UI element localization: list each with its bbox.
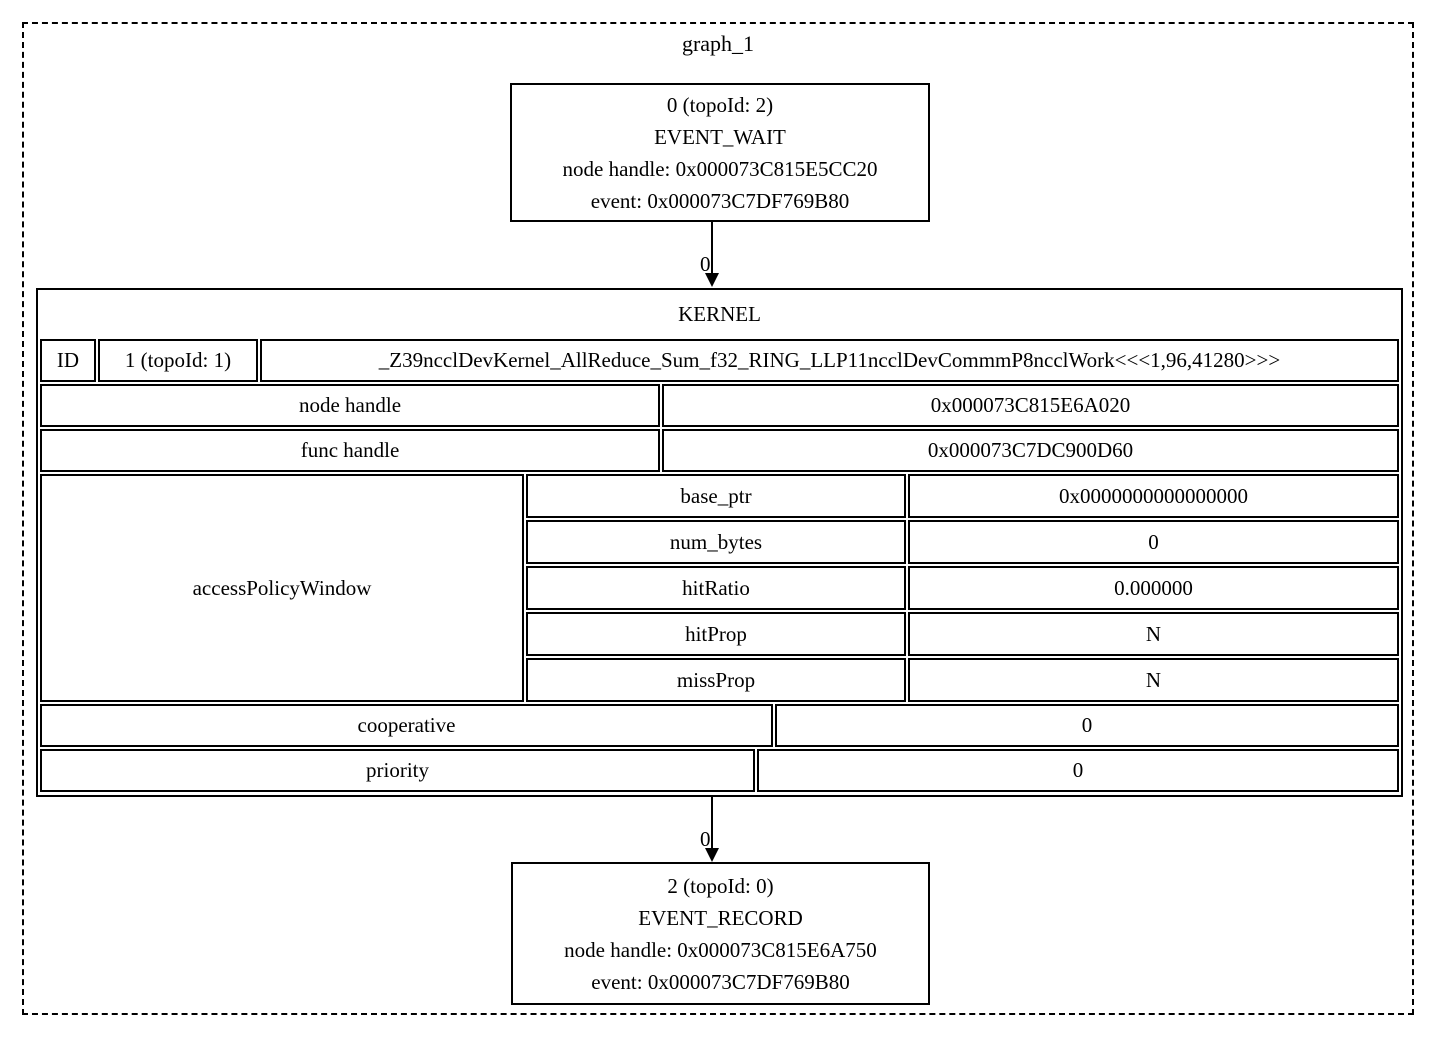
hit-prop-value: N xyxy=(908,612,1399,656)
miss-prop-value: N xyxy=(908,658,1399,702)
node-type-line: EVENT_WAIT xyxy=(654,124,786,149)
edge-label: 0 xyxy=(700,252,711,276)
table-row: hitProp N xyxy=(526,612,1399,656)
cooperative-value: 0 xyxy=(775,704,1399,747)
node-id-line: 0 (topoId: 2) xyxy=(666,92,774,117)
access-policy-window-section: accessPolicyWindow base_ptr 0x0000000000… xyxy=(40,474,1399,702)
kernel-name: _Z39ncclDevKernel_AllReduce_Sum_f32_RING… xyxy=(260,339,1399,382)
node-event-record: 2 (topoId: 0) EVENT_RECORD node handle: … xyxy=(511,862,930,1005)
node-id-line: 2 (topoId: 0) xyxy=(667,873,774,898)
cluster-dashed-border xyxy=(22,22,1414,1015)
node-handle-line: node handle: 0x000073C815E6A750 xyxy=(564,937,877,962)
edge-label: 0 xyxy=(700,827,711,851)
table-row: missProp N xyxy=(526,658,1399,702)
edge-line xyxy=(711,222,713,275)
node-kernel-table: KERNEL ID 1 (topoId: 1) _Z39ncclDevKerne… xyxy=(36,288,1403,797)
table-row: hitRatio 0.000000 xyxy=(526,566,1399,610)
num-bytes-label: num_bytes xyxy=(526,520,906,564)
table-row: priority 0 xyxy=(40,749,1399,792)
hit-prop-label: hitProp xyxy=(526,612,906,656)
priority-value: 0 xyxy=(757,749,1399,792)
graph-title: graph_1 xyxy=(681,31,755,56)
kernel-id-value: 1 (topoId: 1) xyxy=(98,339,258,382)
func-handle-label: func handle xyxy=(40,429,660,472)
table-row: func handle 0x000073C7DC900D60 xyxy=(40,429,1399,472)
cooperative-label: cooperative xyxy=(40,704,773,747)
node-handle-line: node handle: 0x000073C815E5CC20 xyxy=(562,156,878,181)
table-row: cooperative 0 xyxy=(40,704,1399,747)
node-event-line: event: 0x000073C7DF769B80 xyxy=(591,969,850,994)
node-event-wait: 0 (topoId: 2) EVENT_WAIT node handle: 0x… xyxy=(510,83,930,222)
func-handle-value: 0x000073C7DC900D60 xyxy=(662,429,1399,472)
node-event-line: event: 0x000073C7DF769B80 xyxy=(590,188,850,213)
kernel-id-label: ID xyxy=(40,339,96,382)
node-handle-value: 0x000073C815E6A020 xyxy=(662,384,1399,427)
arrowhead-icon xyxy=(705,273,719,287)
miss-prop-label: missProp xyxy=(526,658,906,702)
base-ptr-label: base_ptr xyxy=(526,474,906,518)
node-handle-label: node handle xyxy=(40,384,660,427)
table-row: node handle 0x000073C815E6A020 xyxy=(40,384,1399,427)
table-row: num_bytes 0 xyxy=(526,520,1399,564)
hit-ratio-value: 0.000000 xyxy=(908,566,1399,610)
base-ptr-value: 0x0000000000000000 xyxy=(908,474,1399,518)
priority-label: priority xyxy=(40,749,755,792)
table-row: base_ptr 0x0000000000000000 xyxy=(526,474,1399,518)
hit-ratio-label: hitRatio xyxy=(526,566,906,610)
arrowhead-icon xyxy=(705,848,719,862)
edge-line xyxy=(711,797,713,850)
node-type-line: EVENT_RECORD xyxy=(638,905,803,930)
access-policy-window-label: accessPolicyWindow xyxy=(40,474,524,702)
kernel-header: KERNEL xyxy=(678,302,761,326)
num-bytes-value: 0 xyxy=(908,520,1399,564)
